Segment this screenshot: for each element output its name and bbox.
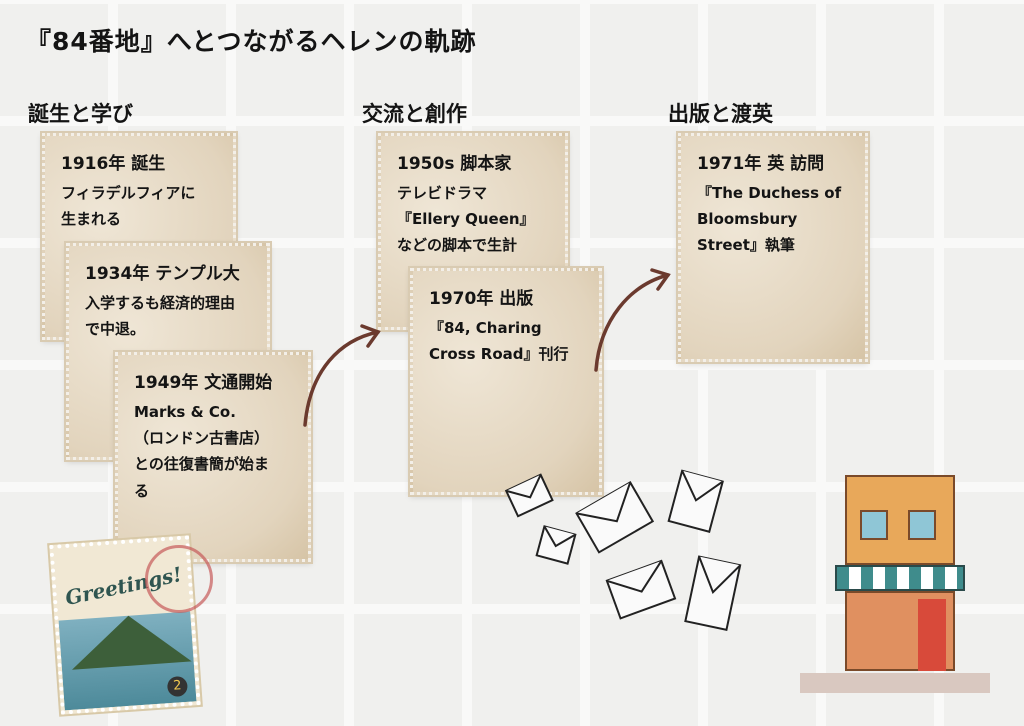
card-text: Marks & Co. <box>134 402 236 421</box>
card-text: （ロンドン古書店） <box>134 429 270 447</box>
card-text: Cross Road』刊行 <box>429 345 569 363</box>
arrow-2-head <box>650 268 671 291</box>
card-text: で中退。 <box>85 320 146 338</box>
section-heading-publication: 出版と渡英 <box>668 102 773 126</box>
arrow-2 <box>594 273 670 372</box>
card-text: フィラデルフィアに <box>61 183 196 202</box>
card-text: る <box>134 481 150 500</box>
timeline-card-1971: 1971年 英 訪問 『The Duchess of Bloomsbury St… <box>678 133 868 362</box>
card-heading: 1916年 誕生 <box>61 154 166 174</box>
card-text: 『84, Charing <box>429 318 542 337</box>
timeline-card-1970: 1970年 出版 『84, Charing Cross Road』刊行 <box>410 268 602 495</box>
envelope-icons <box>504 469 742 632</box>
card-text: との往復書簡が始ま <box>134 455 269 474</box>
card-heading: 1949年 文通開始 <box>134 373 273 393</box>
card-text: 『Ellery Queen』 <box>397 210 535 228</box>
card-text: 入学するも経済的理由 <box>85 293 236 312</box>
bookshop-illustration <box>800 475 990 695</box>
card-heading: 1971年 英 訪問 <box>697 154 825 174</box>
section-heading-exchange: 交流と創作 <box>362 102 467 126</box>
arrow-1 <box>303 330 380 427</box>
card-text: などの脚本で生計 <box>397 236 518 255</box>
arrow-1-head <box>360 324 381 348</box>
card-heading: 1934年 テンプル大 <box>85 264 240 284</box>
card-text: Bloomsbury <box>697 210 798 228</box>
card-text: テレビドラマ <box>397 183 488 202</box>
card-text: 生まれる <box>61 210 122 228</box>
card-heading: 1970年 出版 <box>429 289 534 309</box>
postmark-icon <box>145 545 213 613</box>
section-heading-birth: 誕生と学び <box>28 102 133 126</box>
card-text: Street』執筆 <box>697 236 795 255</box>
page-title: 『84番地』へとつながるヘレンの軌跡 <box>26 27 477 56</box>
card-text: 『The Duchess of <box>697 183 842 202</box>
timeline-card-1949: 1949年 文通開始 Marks & Co. （ロンドン古書店） との往復書簡が… <box>115 352 311 562</box>
card-heading: 1950s 脚本家 <box>397 154 512 174</box>
